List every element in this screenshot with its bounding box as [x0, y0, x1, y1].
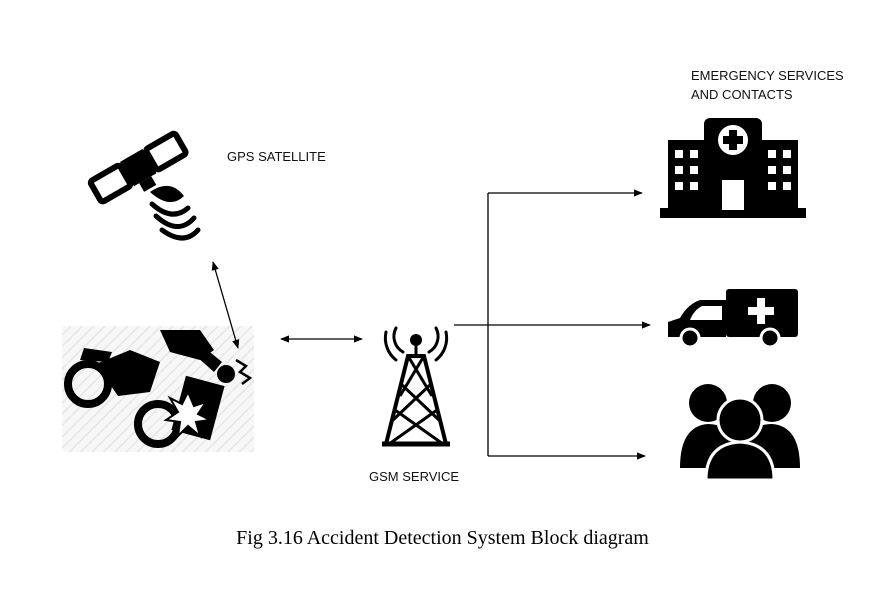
ambulance-icon	[668, 289, 798, 349]
emergency-services-label-line1: EMERGENCY SERVICES	[691, 68, 844, 83]
cell-tower-icon	[382, 326, 450, 447]
gps-satellite-label: GPS SATELLITE	[227, 149, 326, 164]
figure-caption: Fig 3.16 Accident Detection System Block…	[236, 527, 649, 549]
motorcycle-accident-icon	[62, 326, 254, 452]
emergency-services-label-line2: AND CONTACTS	[691, 87, 793, 102]
gsm-service-label: GSM SERVICE	[369, 469, 460, 484]
people-group-icon	[680, 384, 800, 482]
satellite-icon	[87, 130, 201, 241]
satellite-accident-link	[211, 261, 240, 349]
hospital-icon	[660, 118, 806, 218]
